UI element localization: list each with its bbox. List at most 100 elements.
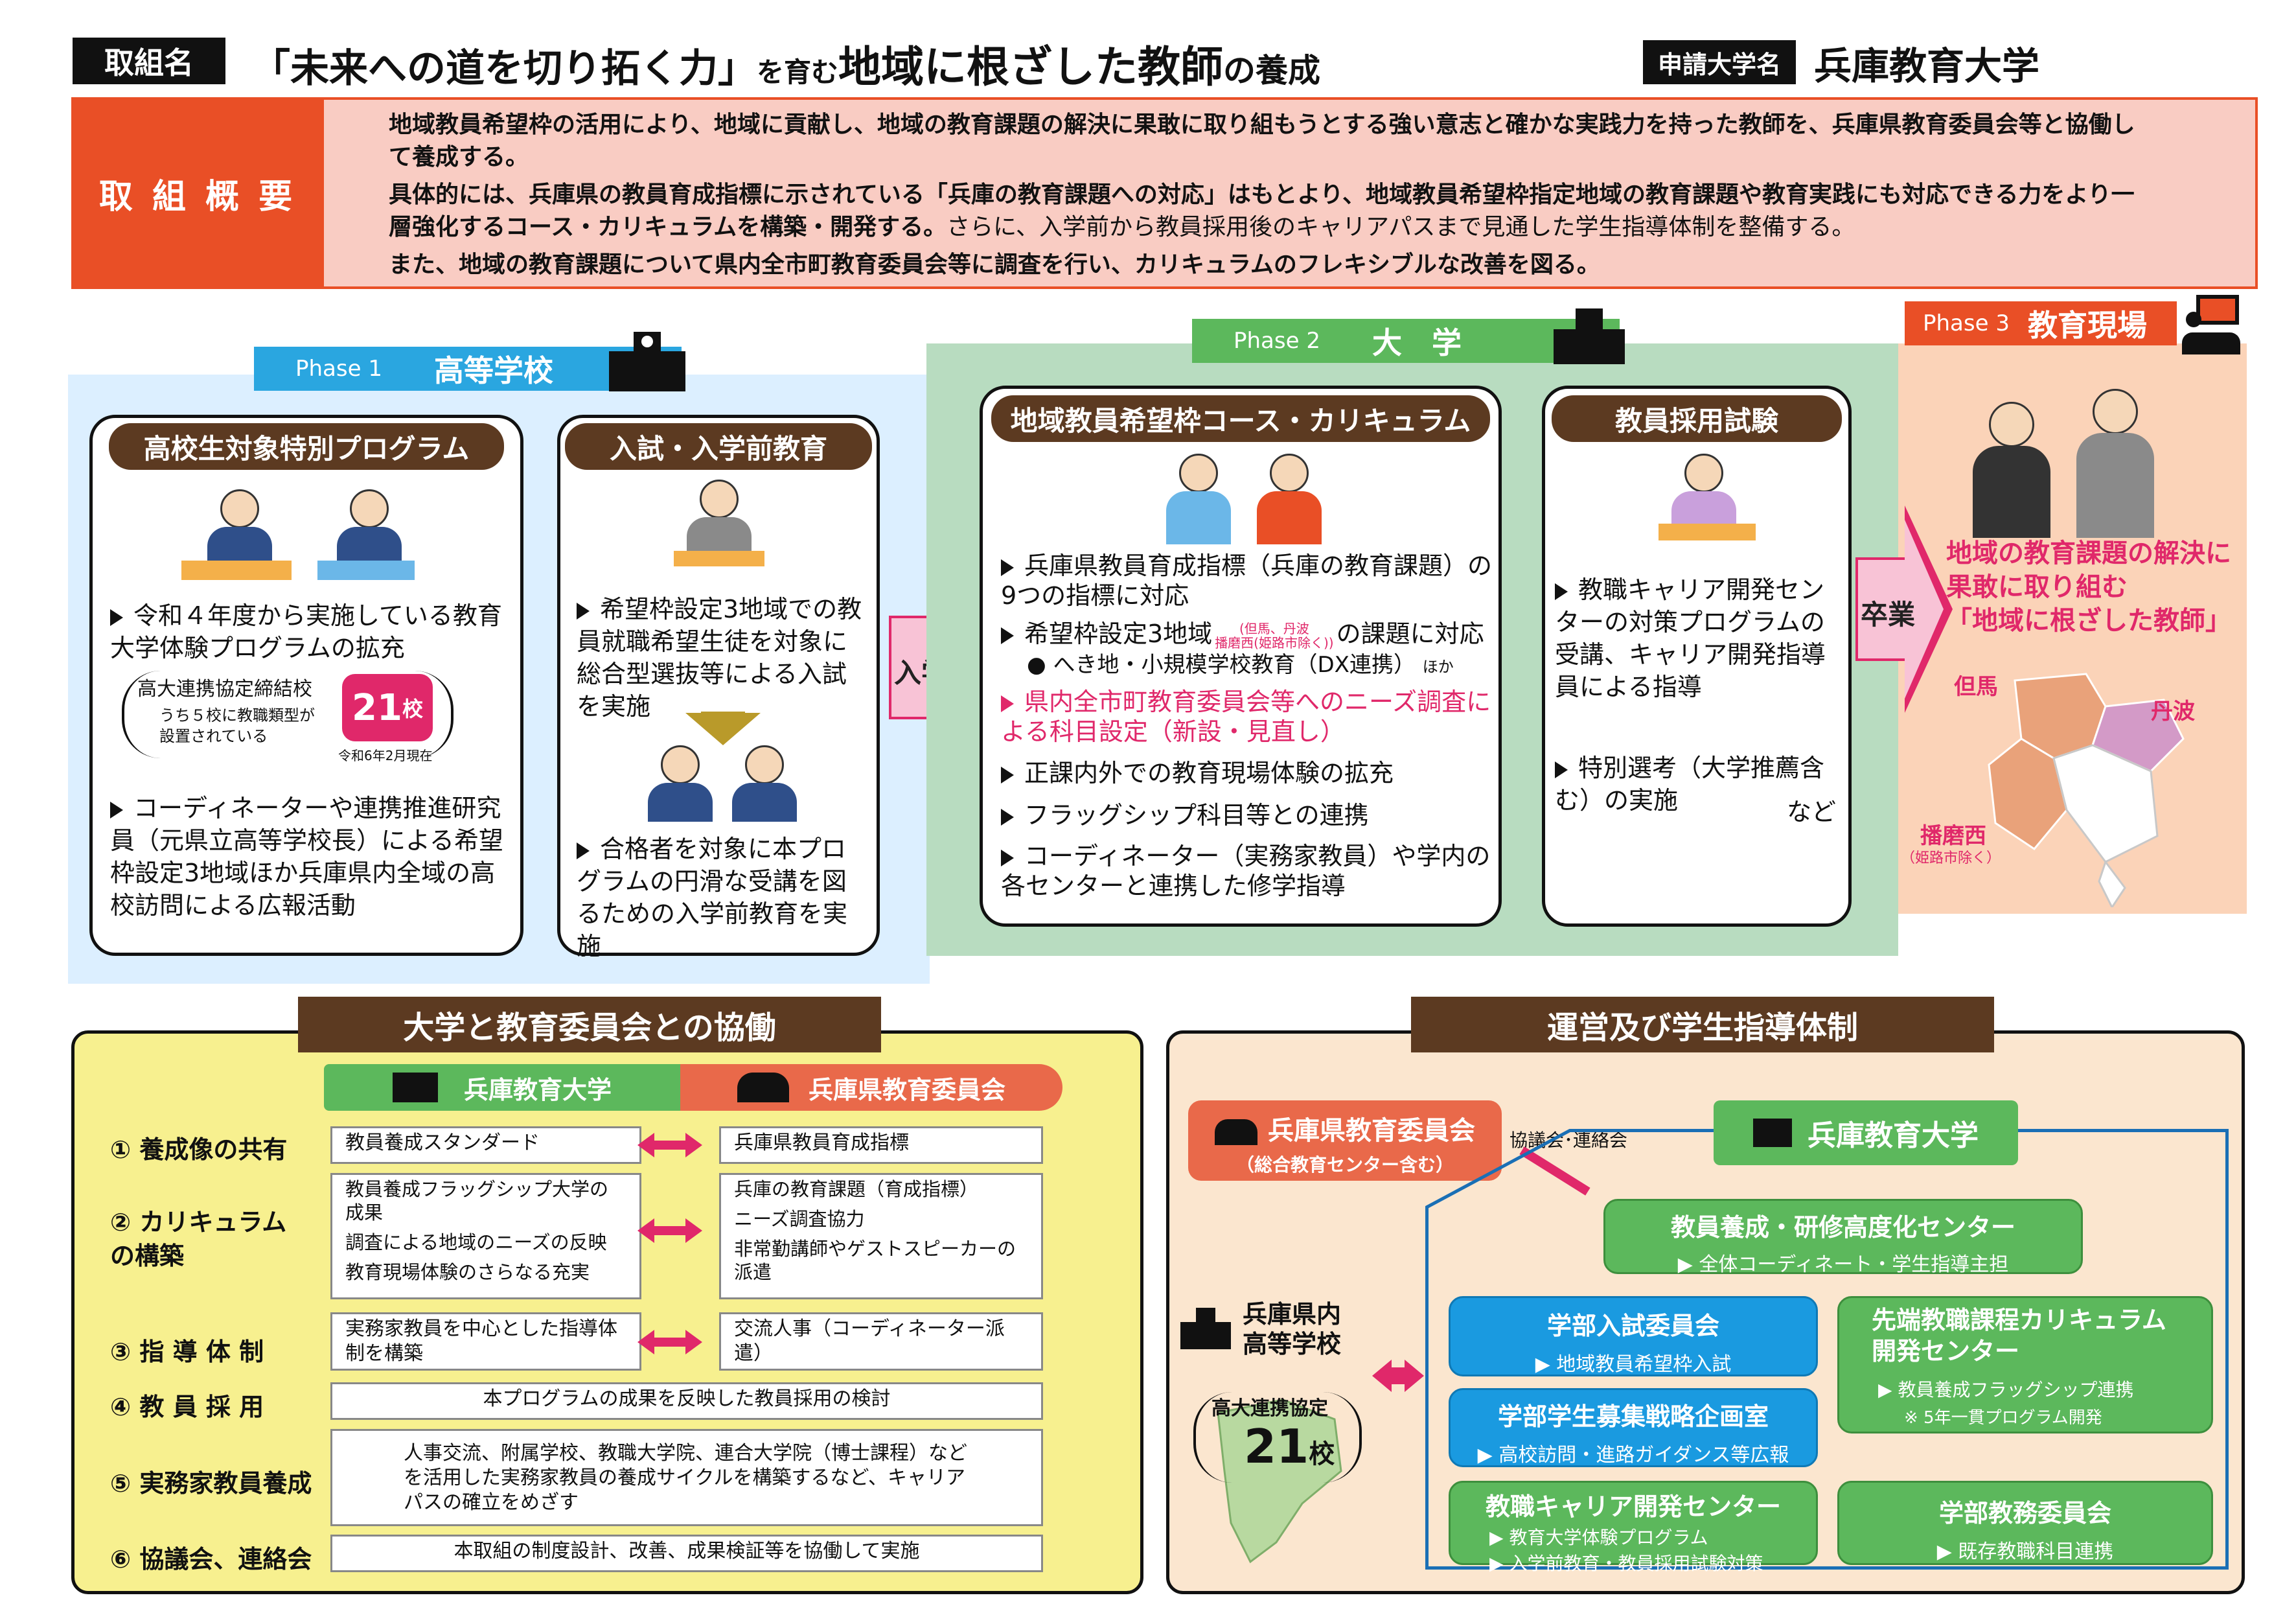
recruit-strategy-box: 学部学生募集戦略企画室 ▶ 高校訪問・進路ガイダンス等広報 — [1449, 1388, 1818, 1467]
academic-committee-sub: ▶ 既存教職科目連携 — [1936, 1540, 2114, 1563]
curriculum-title: 地域教員希望枠コース・カリキュラム — [991, 395, 1490, 442]
board-icon-2 — [1215, 1119, 1257, 1145]
phase2-tag-bar: Phase 2 大 学 — [1192, 319, 1620, 363]
map-harima: 播磨西 — [1920, 823, 1986, 849]
hs-agreement-bracket — [122, 671, 453, 758]
hs-agreement-title: 高大連携協定締結校 — [137, 678, 312, 701]
curr-item2-sub-text: へき地・小規模学校教育（DX連携） — [1053, 652, 1416, 678]
admission-committee-name: 学部入試委員会 — [1546, 1312, 1719, 1340]
collab-row2-right1: 兵庫の教育課題（育成指標） — [734, 1178, 979, 1200]
collab-head-board-label: 兵庫県教育委員会 — [808, 1075, 1005, 1104]
collab-row1-label: ① 養成像の共有 — [110, 1135, 288, 1164]
collab-row2-label-text: ② カリキュラムの構築 — [110, 1208, 287, 1270]
collab-head-univ: 兵庫教育大学 — [324, 1064, 680, 1111]
univ-icon-2 — [1753, 1119, 1792, 1147]
hs-agreement-note: うち５校に教職類型が設置されている — [159, 706, 315, 745]
curr-item4-text: 正課内外での教育現場体験の拡充 — [1024, 759, 1394, 787]
mgmt-univ-name: 兵庫教育大学 — [1808, 1119, 1979, 1152]
curr-item5-text: フラッグシップ科目等との連携 — [1024, 801, 1369, 830]
mgmt-board-box: 兵庫県教育委員会 （総合教育センター含む） — [1188, 1100, 1502, 1181]
collab-row2-left2: 調査による地域のニーズの反映 — [345, 1231, 607, 1253]
career-center-name: 教職キャリア開発センター — [1485, 1492, 1781, 1521]
curriculum-box — [980, 386, 1502, 927]
graduate-label: 卒業 — [1861, 599, 1916, 631]
center-top-sub-text: 全体コーディネート・学生指導主担 — [1699, 1253, 2009, 1276]
university-building-icon — [1554, 305, 1625, 364]
title-prefix: 「未来への道を切り拓く力」 — [251, 46, 757, 91]
collab-row5-label: ⑤ 実務家教員養成 — [110, 1469, 312, 1498]
collab-row1-left: 教員養成スタンダード — [330, 1126, 641, 1164]
summary-p2a: 具体的には、兵庫県の教員育成指標に示されている「兵庫の教育課題への対応」はもとよ… — [389, 181, 2135, 240]
career-center-sub1: ▶ 教育大学体験プログラム — [1489, 1527, 1708, 1548]
collab-head-univ-label: 兵庫教育大学 — [463, 1075, 612, 1104]
academic-committee-box: 学部教務委員会 ▶ 既存教職科目連携 — [1837, 1481, 2213, 1565]
career-center-sub1-text: 教育大学体験プログラム — [1509, 1527, 1708, 1548]
school-building-icon — [609, 329, 685, 391]
curr-region-top: 但馬、丹波 — [1244, 620, 1309, 636]
goal-line1: 地域の教育課題の解決に — [1946, 539, 2231, 568]
admission-item2: 合格者を対象に本プログラムの円滑な受講を図るための入学前教育を実施 — [577, 833, 868, 962]
collab-row1-arrow — [637, 1133, 702, 1157]
summary-p1: 地域教員希望枠の活用により、地域に貢献し、地域の教育課題の解決に果敢に取り組もう… — [389, 111, 2135, 170]
advanced-curriculum-sub2: ※ 5年一貫プログラム開発 — [1904, 1408, 2102, 1428]
collab-row5-full: 人事交流、附属学校、教職大学院、連合大学院（博士課程）などを活用した実務家教員の… — [330, 1429, 1043, 1526]
emp-item2: 特別選考（大学推薦含む）の実施 — [1555, 752, 1840, 817]
admission-item1: 希望枠設定3地域での教員就職希望生徒を対象に総合型選抜等による入試を実施 — [577, 593, 868, 723]
hs-item1-text: 令和４年度から実施している教育大学体験プログラムの拡充 — [110, 601, 502, 662]
students-books-illustration — [1160, 454, 1335, 544]
page-title: 「未来への道を切り拓く力」を育む地域に根ざした教師の養成 — [251, 32, 1320, 95]
center-top-name: 教員養成・研修高度化センター — [1670, 1213, 2015, 1242]
career-center-sub2-text: 入学前教育・教員採用試験対策 — [1509, 1553, 1763, 1574]
hs-count-unit: 校 — [402, 697, 423, 721]
curr-item1: 兵庫県教員育成指標（兵庫の教育課題）の9つの指標に対応 — [1001, 551, 1493, 610]
phase2-title: 大 学 — [1372, 325, 1462, 360]
curr-item2-a: 希望枠設定3地域 — [1024, 620, 1213, 648]
map-tajima: 但馬 — [1954, 674, 1998, 700]
summary-label: 取 組 概 要 — [71, 97, 324, 289]
collab-row2-right: 兵庫の教育課題（育成指標） ニーズ調査協力 非常勤講師やゲストスピーカーの派遣 — [719, 1173, 1043, 1299]
advanced-curriculum-box: 先端教職課程カリキュラム開発センター ▶ 教員養成フラッグシップ連携 ※ 5年一… — [1837, 1296, 2213, 1433]
collab-row2-right3: 非常勤講師やゲストスピーカーの派遣 — [734, 1238, 1016, 1283]
title-main: 地域に根ざした教師 — [838, 42, 1224, 92]
summary-box — [71, 97, 2258, 289]
map-tamba: 丹波 — [2151, 699, 2195, 725]
students-cheering-illustration — [648, 739, 797, 823]
mgmt-frame-diagonal — [1425, 1129, 1572, 1210]
map-harima-note: （姫路市除く） — [1901, 850, 2001, 866]
classroom-icon — [2182, 295, 2240, 354]
admission-title: 入試・入学前教育 — [565, 423, 872, 470]
collab-row4-label: ④ 教 員 採 用 — [110, 1393, 264, 1421]
center-top-box: 教員養成・研修高度化センター ▶ 全体コーディネート・学生指導主担 — [1603, 1199, 2083, 1276]
advanced-curriculum-sub1-text: 教員養成フラッグシップ連携 — [1898, 1379, 2134, 1400]
emp-item2-text: 特別選考（大学推薦含む）の実施 — [1555, 754, 1825, 815]
admission-committee-sub-text: 地域教員希望枠入試 — [1556, 1353, 1732, 1376]
career-center-sub2: ▶ 入学前教育・教員採用試験対策 — [1489, 1553, 1763, 1574]
emp-item1: 教職キャリア開発センターの対策プログラムの受講、キャリア開発指導員による指導 — [1555, 574, 1840, 703]
summary-text: 地域教員希望枠の活用により、地域に貢献し、地域の教育課題の解決に果敢に取り組もう… — [389, 109, 2138, 281]
mgmt-board-sub: （総合教育センター含む） — [1235, 1154, 1454, 1176]
mgmt-hs-count: 21校 — [1244, 1419, 1335, 1474]
title-suffix: の養成 — [1223, 52, 1321, 89]
title-label: 取組名 — [73, 38, 225, 84]
applicant-name: 兵庫教育大学 — [1814, 44, 2040, 88]
hs-program-title: 高校生対象特別プログラム — [109, 423, 504, 470]
advanced-curriculum-sub1: ▶ 教員養成フラッグシップ連携 — [1878, 1379, 2134, 1400]
phase2-tag: Phase 2 — [1234, 328, 1320, 354]
curr-item3: 県内全市町教育委員会等へのニーズ調査による科目設定（新設・見直し） — [1001, 687, 1493, 747]
emp-item2-note: など — [1787, 798, 1837, 826]
phase3-goal: 地域の教育課題の解決に 果敢に取り組む 「地域に根ざした教師」 — [1946, 537, 2231, 638]
mgmt-univ-box: 兵庫教育大学 — [1714, 1100, 2018, 1165]
collab-row6-full: 本取組の制度設計、改善、成果検証等を協働して実施 — [330, 1535, 1043, 1572]
graduate-arrow — [1855, 505, 1953, 713]
collab-row1-right: 兵庫県教員育成指標 — [719, 1126, 1043, 1164]
mgmt-hs-bracket — [1193, 1392, 1362, 1483]
summary-p3: また、地域の教育課題について県内全市町教育委員会等に調査を行い、カリキュラムのフ… — [389, 251, 1600, 278]
down-arrow-stem — [701, 712, 745, 719]
curr-item3-text: 県内全市町教育委員会等へのニーズ調査による科目設定（新設・見直し） — [1001, 688, 1491, 746]
phase3-tag: Phase 3 — [1923, 310, 2010, 336]
collab-row2-left3: 教育現場体験のさらなる充実 — [345, 1261, 590, 1283]
center-top-sub: ▶ 全体コーディネート・学生指導主担 — [1677, 1253, 2009, 1276]
collab-row3-left: 実務家教員を中心とした指導体制を構築 — [330, 1312, 641, 1371]
curr-item2-sub-note: ほか — [1422, 658, 1454, 676]
goal-line2: 果敢に取り組む — [1946, 572, 2128, 602]
